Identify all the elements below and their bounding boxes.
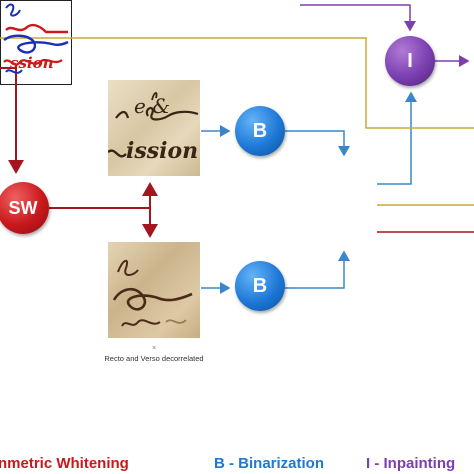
- b-node-recto-label: B: [252, 119, 268, 142]
- result-overlay-drawing: [3, 3, 69, 74]
- caption-mark: ×: [151, 345, 157, 352]
- caption-text: Recto and Verso decorrelated: [104, 354, 204, 363]
- legend-sw: nmetric Whitening: [0, 455, 129, 472]
- verso-handwriting-drawing: [112, 259, 193, 327]
- b-node-verso-label: B: [252, 274, 268, 297]
- b1-to-result-line: [285, 130, 350, 157]
- recto-text-top: e &: [134, 94, 170, 118]
- legend-b: B - Binarization: [214, 455, 325, 472]
- gold-line-top: [0, 37, 474, 129]
- b-node-verso: B: [235, 261, 285, 311]
- decorrelated-caption: × Recto and Verso decorrelated: [102, 345, 206, 364]
- i-node-label: I: [407, 49, 413, 72]
- sw-node-label: SW: [8, 197, 38, 218]
- binarized-result-image: ssion: [0, 0, 72, 85]
- recto-image: e & ission: [108, 80, 200, 176]
- legend-i: I - Inpainting: [366, 455, 456, 472]
- input-to-i-line: [300, 4, 416, 32]
- recto-text-bottom: ission: [126, 138, 199, 164]
- result-to-i-line: [377, 91, 417, 185]
- verso-image: [108, 242, 200, 338]
- input-to-sw-line: [0, 67, 24, 174]
- i-node: I: [385, 36, 435, 86]
- b2-to-result-line: [285, 250, 350, 289]
- result-text-bottom: ssion: [10, 54, 54, 72]
- b-node-recto: B: [235, 106, 285, 156]
- recto-handwriting-drawing: [108, 92, 199, 158]
